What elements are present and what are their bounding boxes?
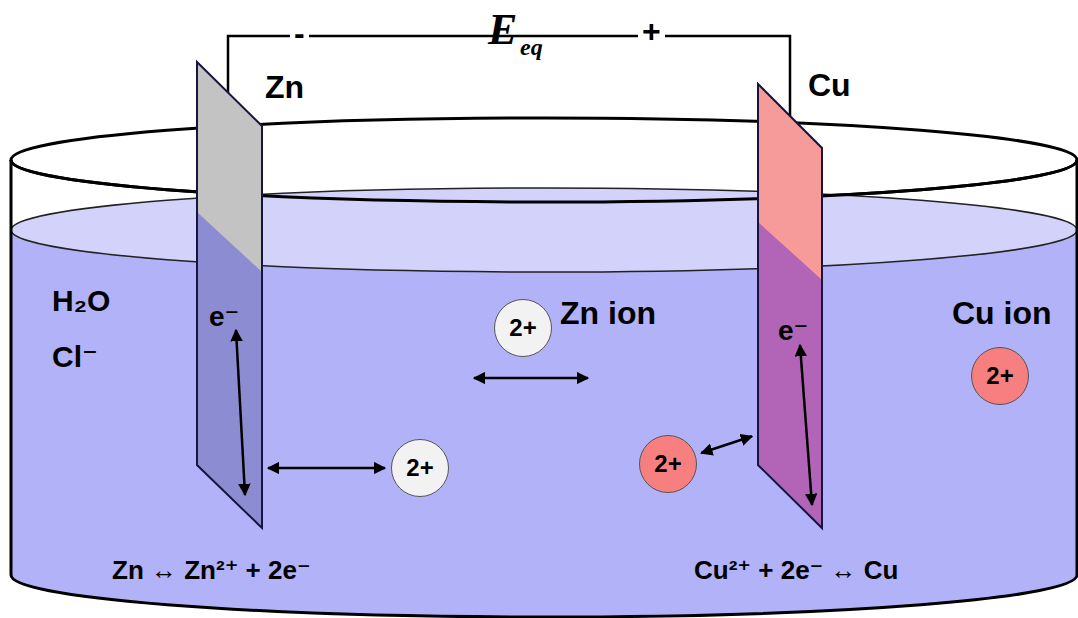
polarity-sign: + [638,14,665,49]
voltage-symbol: E [488,6,517,54]
ion-circle: 2+ [639,435,697,493]
electrode-shape [197,62,262,528]
half-reaction: Zn ↔ Zn²⁺ + 2e⁻ [112,556,311,585]
ion-label: Cu ion [952,296,1052,331]
ion-charge: 2+ [986,363,1013,389]
beaker-rim-front [11,160,1077,202]
electron-arrow [800,345,812,505]
ion-charge: 2+ [509,315,536,341]
exchange-arrow [268,467,385,470]
beaker-wall [11,160,1077,617]
electrode-shape [758,84,822,528]
electron-arrow [236,330,245,495]
anion-label: Cl⁻ [52,340,98,373]
electrode: Zne⁻ [197,62,262,528]
polarity-sign: - [290,16,309,51]
ion-circle: 2+ [391,439,449,497]
electrode-label: Cu [808,68,851,103]
ion-label: Zn ion [560,296,656,331]
voltage-subscript: eq [520,34,543,60]
ion-charge: 2+ [654,451,681,477]
ion-circle: 2+ [494,299,552,357]
ion-charge: 2+ [406,455,433,481]
solvent-label: H₂O [52,284,110,317]
electrode-label: Zn [265,70,304,105]
electron-label: e⁻ [778,316,808,347]
half-reaction: Cu²⁺ + 2e⁻ ↔ Cu [694,556,898,585]
electron-label: e⁻ [209,302,239,333]
diffusion-arrow [474,377,588,380]
electrode: Cue⁻ [758,84,822,528]
liquid [11,230,1077,617]
exchange-arrow [701,436,752,453]
ion-circle: 2+ [971,347,1029,405]
